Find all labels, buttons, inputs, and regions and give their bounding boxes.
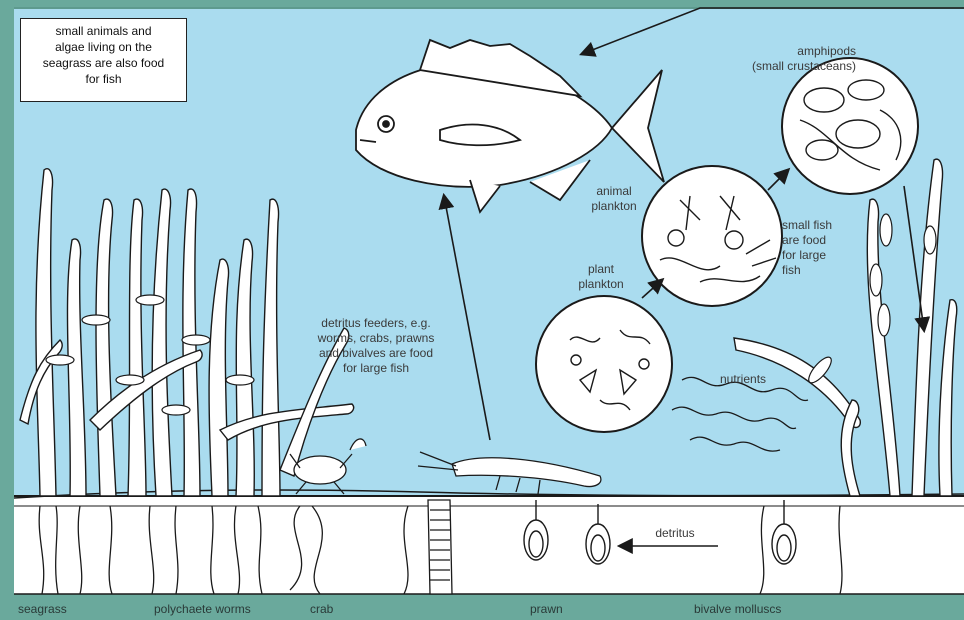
label-plant-plankton: plant plankton: [566, 262, 636, 292]
note-box: small animals and algae living on the se…: [20, 18, 187, 102]
label-nutrients: nutrients: [720, 372, 790, 387]
label-detritus: detritus: [640, 526, 710, 541]
bottom-label-bivalve: bivalve molluscs: [694, 602, 781, 616]
bottom-label-crab: crab: [310, 602, 333, 616]
label-small-fish: small fish are food for large fish: [782, 218, 852, 278]
sediment-layer: [14, 490, 964, 594]
polychaete-worm: [428, 500, 452, 594]
plant-plankton-circle: [536, 296, 672, 432]
animal-plankton-circle: [642, 166, 782, 306]
label-animal-plankton: animal plankton: [584, 184, 644, 214]
bottom-label-prawn: prawn: [530, 602, 563, 616]
label-detritus-feeders: detritus feeders, e.g. worms, crabs, pra…: [296, 316, 456, 376]
amphipods-circle: [782, 58, 918, 194]
bottom-label-polychaete: polychaete worms: [154, 602, 251, 616]
label-amphipods: amphipods (small crustaceans): [706, 44, 856, 74]
bottom-label-seagrass: seagrass: [18, 602, 67, 616]
